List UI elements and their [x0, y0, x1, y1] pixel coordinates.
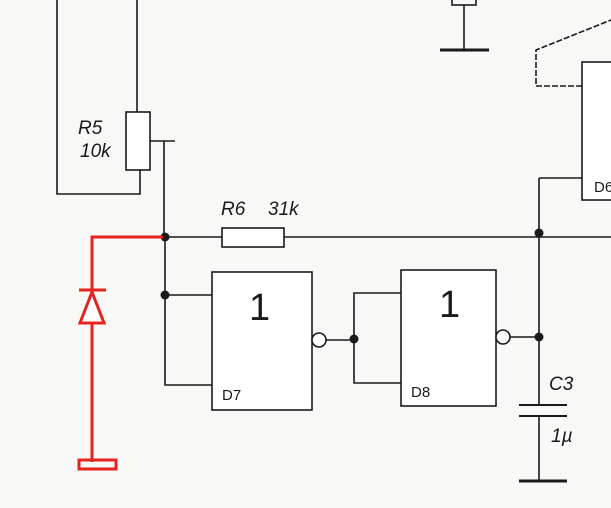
- ground-top: [440, 0, 489, 52]
- d7-gate: [164, 237, 354, 411]
- d8-gate: [353, 269, 539, 407]
- r5-value: 10k: [80, 141, 112, 162]
- r5-name: R5: [78, 118, 103, 139]
- junction-dot: [160, 290, 170, 300]
- c3-capacitor: [519, 178, 567, 483]
- junctions: [160, 228, 544, 344]
- r6-value: 31k: [268, 199, 300, 220]
- d8-symbol: 1: [439, 284, 460, 326]
- d7-name: D7: [222, 387, 241, 404]
- junction-dot: [349, 334, 359, 344]
- junction-dot: [160, 232, 170, 242]
- r5-potentiometer: [56, 0, 175, 237]
- c3-name: C3: [549, 374, 574, 395]
- red-zener-diode: [77, 235, 163, 471]
- r6-resistor: [165, 227, 611, 248]
- junction-dot: [534, 332, 544, 342]
- c3-value: 1µ: [551, 426, 573, 447]
- d7-symbol: 1: [249, 287, 270, 329]
- d6-gate: [535, 19, 611, 201]
- d6-name: D6: [594, 179, 611, 196]
- junction-dot: [534, 228, 544, 238]
- r6-name: R6: [221, 199, 246, 220]
- d8-name: D8: [411, 384, 430, 401]
